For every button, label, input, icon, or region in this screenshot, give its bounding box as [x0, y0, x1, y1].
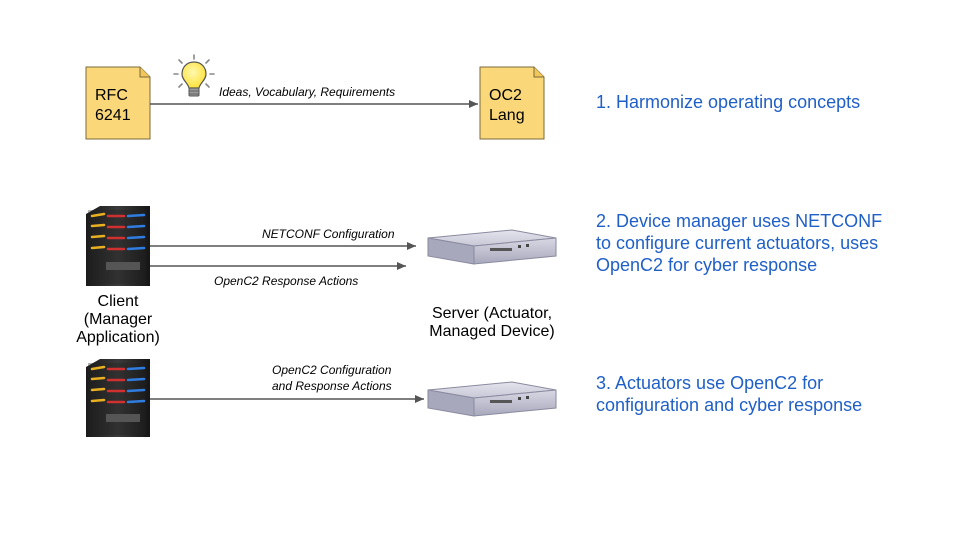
step-1-text: 1. Harmonize operating concepts — [596, 92, 861, 112]
oc2-label-line2: Lang — [489, 107, 525, 124]
server-caption-line1: Server (Actuator, — [431, 305, 553, 322]
rfc-label-line2: 6241 — [95, 107, 131, 124]
step-2-line1: 2. Device manager uses NETCONF — [596, 211, 883, 231]
step-2-line2: to configure current actuators, uses — [596, 233, 879, 253]
lightbulb-icon — [173, 54, 215, 97]
openc2-config-label-line1: OpenC2 Configuration — [272, 363, 392, 377]
netconf-arrow-label: NETCONF Configuration — [262, 227, 395, 241]
client-caption-line1: Client — [97, 293, 139, 310]
step-3-text: 3. Actuators use OpenC2 for configuratio… — [596, 372, 862, 416]
actuator-rack-appliance-icon — [427, 381, 557, 417]
managed-device-rack-appliance-icon — [427, 229, 557, 265]
server-caption: Server (Actuator, Managed Device) — [412, 305, 572, 341]
client-caption-line3: Application) — [76, 329, 160, 346]
step-2-text: 2. Device manager uses NETCONF to config… — [596, 210, 882, 276]
rfc-document-label: RFC 6241 — [95, 86, 131, 126]
client-server-tower-icon — [86, 206, 150, 286]
server-caption-line2: Managed Device) — [429, 323, 555, 340]
step-2-line3: OpenC2 for cyber response — [596, 255, 818, 275]
ideas-arrow-label: Ideas, Vocabulary, Requirements — [219, 85, 396, 99]
openc2-config-arrow-label: OpenC2 Configuration and Response Action… — [272, 362, 392, 394]
step-3-line2: configuration and cyber response — [596, 395, 863, 415]
client-caption-line2: (Manager — [83, 311, 153, 328]
oc2-label-line1: OC2 — [489, 87, 522, 104]
openc2-response-arrow-label: OpenC2 Response Actions — [214, 274, 359, 288]
rfc-document-icon — [85, 66, 151, 140]
client-caption: Client (Manager Application) — [62, 293, 174, 347]
actuator-client-server-tower-icon — [86, 359, 150, 437]
oc2-document-label: OC2 Lang — [489, 86, 525, 126]
oc2-document-icon — [479, 66, 545, 140]
step-3-line1: 3. Actuators use OpenC2 for — [596, 373, 824, 393]
rfc-label-line1: RFC — [95, 87, 128, 104]
openc2-config-label-line2: and Response Actions — [272, 379, 392, 393]
